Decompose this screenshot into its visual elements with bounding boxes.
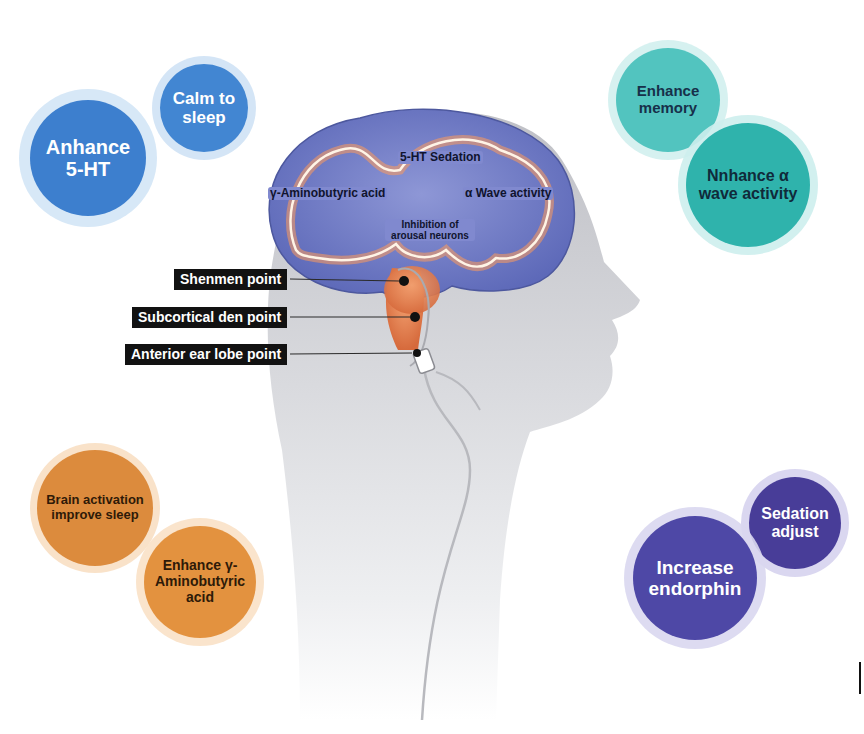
- node-label: Brain activation improve sleep: [42, 493, 148, 522]
- bubble-node: Calm to sleep: [151, 55, 257, 161]
- point-label-box: Shenmen point: [174, 269, 287, 290]
- node-label: Increase endorphin: [639, 557, 751, 600]
- bubble-text-group: Brain activation improve sleep: [42, 493, 148, 522]
- bubble-text-group: Calm to sleep: [167, 89, 241, 127]
- bubble-core: [160, 64, 248, 152]
- edge-mark: [859, 662, 861, 694]
- bubble-halo: [19, 89, 157, 227]
- node-label: Calm to sleep: [167, 89, 241, 127]
- node-label: Shenmen point: [180, 271, 281, 288]
- bubble-halo: [30, 443, 160, 573]
- bubble-halo: [136, 518, 264, 646]
- node-label: Subcortical den point: [138, 309, 281, 326]
- node-label: Sedation adjust: [755, 505, 835, 541]
- bubble-halo: [678, 115, 818, 255]
- bubble-halo: [152, 56, 256, 160]
- node-label: Enhance γ-Aminobutyric acid: [150, 558, 250, 605]
- bubble-node: Increase endorphin: [623, 506, 767, 650]
- neural-glow-outer: [290, 140, 549, 267]
- bubble-core: [749, 477, 841, 569]
- acupoint-dot: [413, 349, 421, 357]
- brain-annotation: α Wave activity: [463, 187, 553, 200]
- electrode-clip: [413, 348, 436, 374]
- bubble-core: [30, 100, 146, 216]
- neural-glow-core: [290, 140, 549, 267]
- bubble-core: [144, 526, 256, 638]
- node-label: Anhance 5-HT: [38, 136, 138, 181]
- brain-annotation: 5-HT Sedation: [398, 151, 483, 164]
- brain-annotation: Inhibition of arousal neurons: [385, 219, 475, 241]
- point-label-box: Anterior ear lobe point: [125, 344, 287, 365]
- bubble-core: [633, 516, 757, 640]
- acupoint-dot: [399, 276, 409, 286]
- bubble-text-group: Nnhance α wave activity: [691, 167, 805, 203]
- acupoint-dot: [410, 312, 420, 322]
- node-label: Nnhance α wave activity: [691, 167, 805, 203]
- bubble-text-group: Sedation adjust: [755, 505, 835, 541]
- bubble-text-group: Anhance 5-HT: [38, 136, 138, 181]
- bubble-text-group: Enhance γ-Aminobutyric acid: [150, 558, 250, 605]
- cerebellum: [384, 266, 440, 314]
- bubble-text-group: Increase endorphin: [639, 557, 751, 600]
- bubble-halo: [624, 507, 766, 649]
- electrode-cable: [436, 372, 480, 410]
- brain-annotation: γ-Aminobutyric acid: [268, 187, 387, 200]
- bubble-core: [37, 450, 153, 566]
- leader-line: [290, 316, 410, 317]
- leader-line: [290, 279, 399, 281]
- bubble-node: Anhance 5-HT: [18, 88, 158, 228]
- point-label-box: Subcortical den point: [132, 307, 287, 328]
- bubble-node: Enhance γ-Aminobutyric acid: [135, 517, 265, 647]
- bubble-text-group: Enhance memory: [625, 83, 711, 117]
- node-label: Enhance memory: [625, 83, 711, 117]
- bubble-node: Nnhance α wave activity: [677, 114, 819, 256]
- node-label: Anterior ear lobe point: [131, 346, 281, 363]
- electrode-cable: [422, 368, 470, 720]
- leader-line: [290, 353, 412, 354]
- bubble-node: Brain activation improve sleep: [29, 442, 161, 574]
- bubble-core: [686, 123, 810, 247]
